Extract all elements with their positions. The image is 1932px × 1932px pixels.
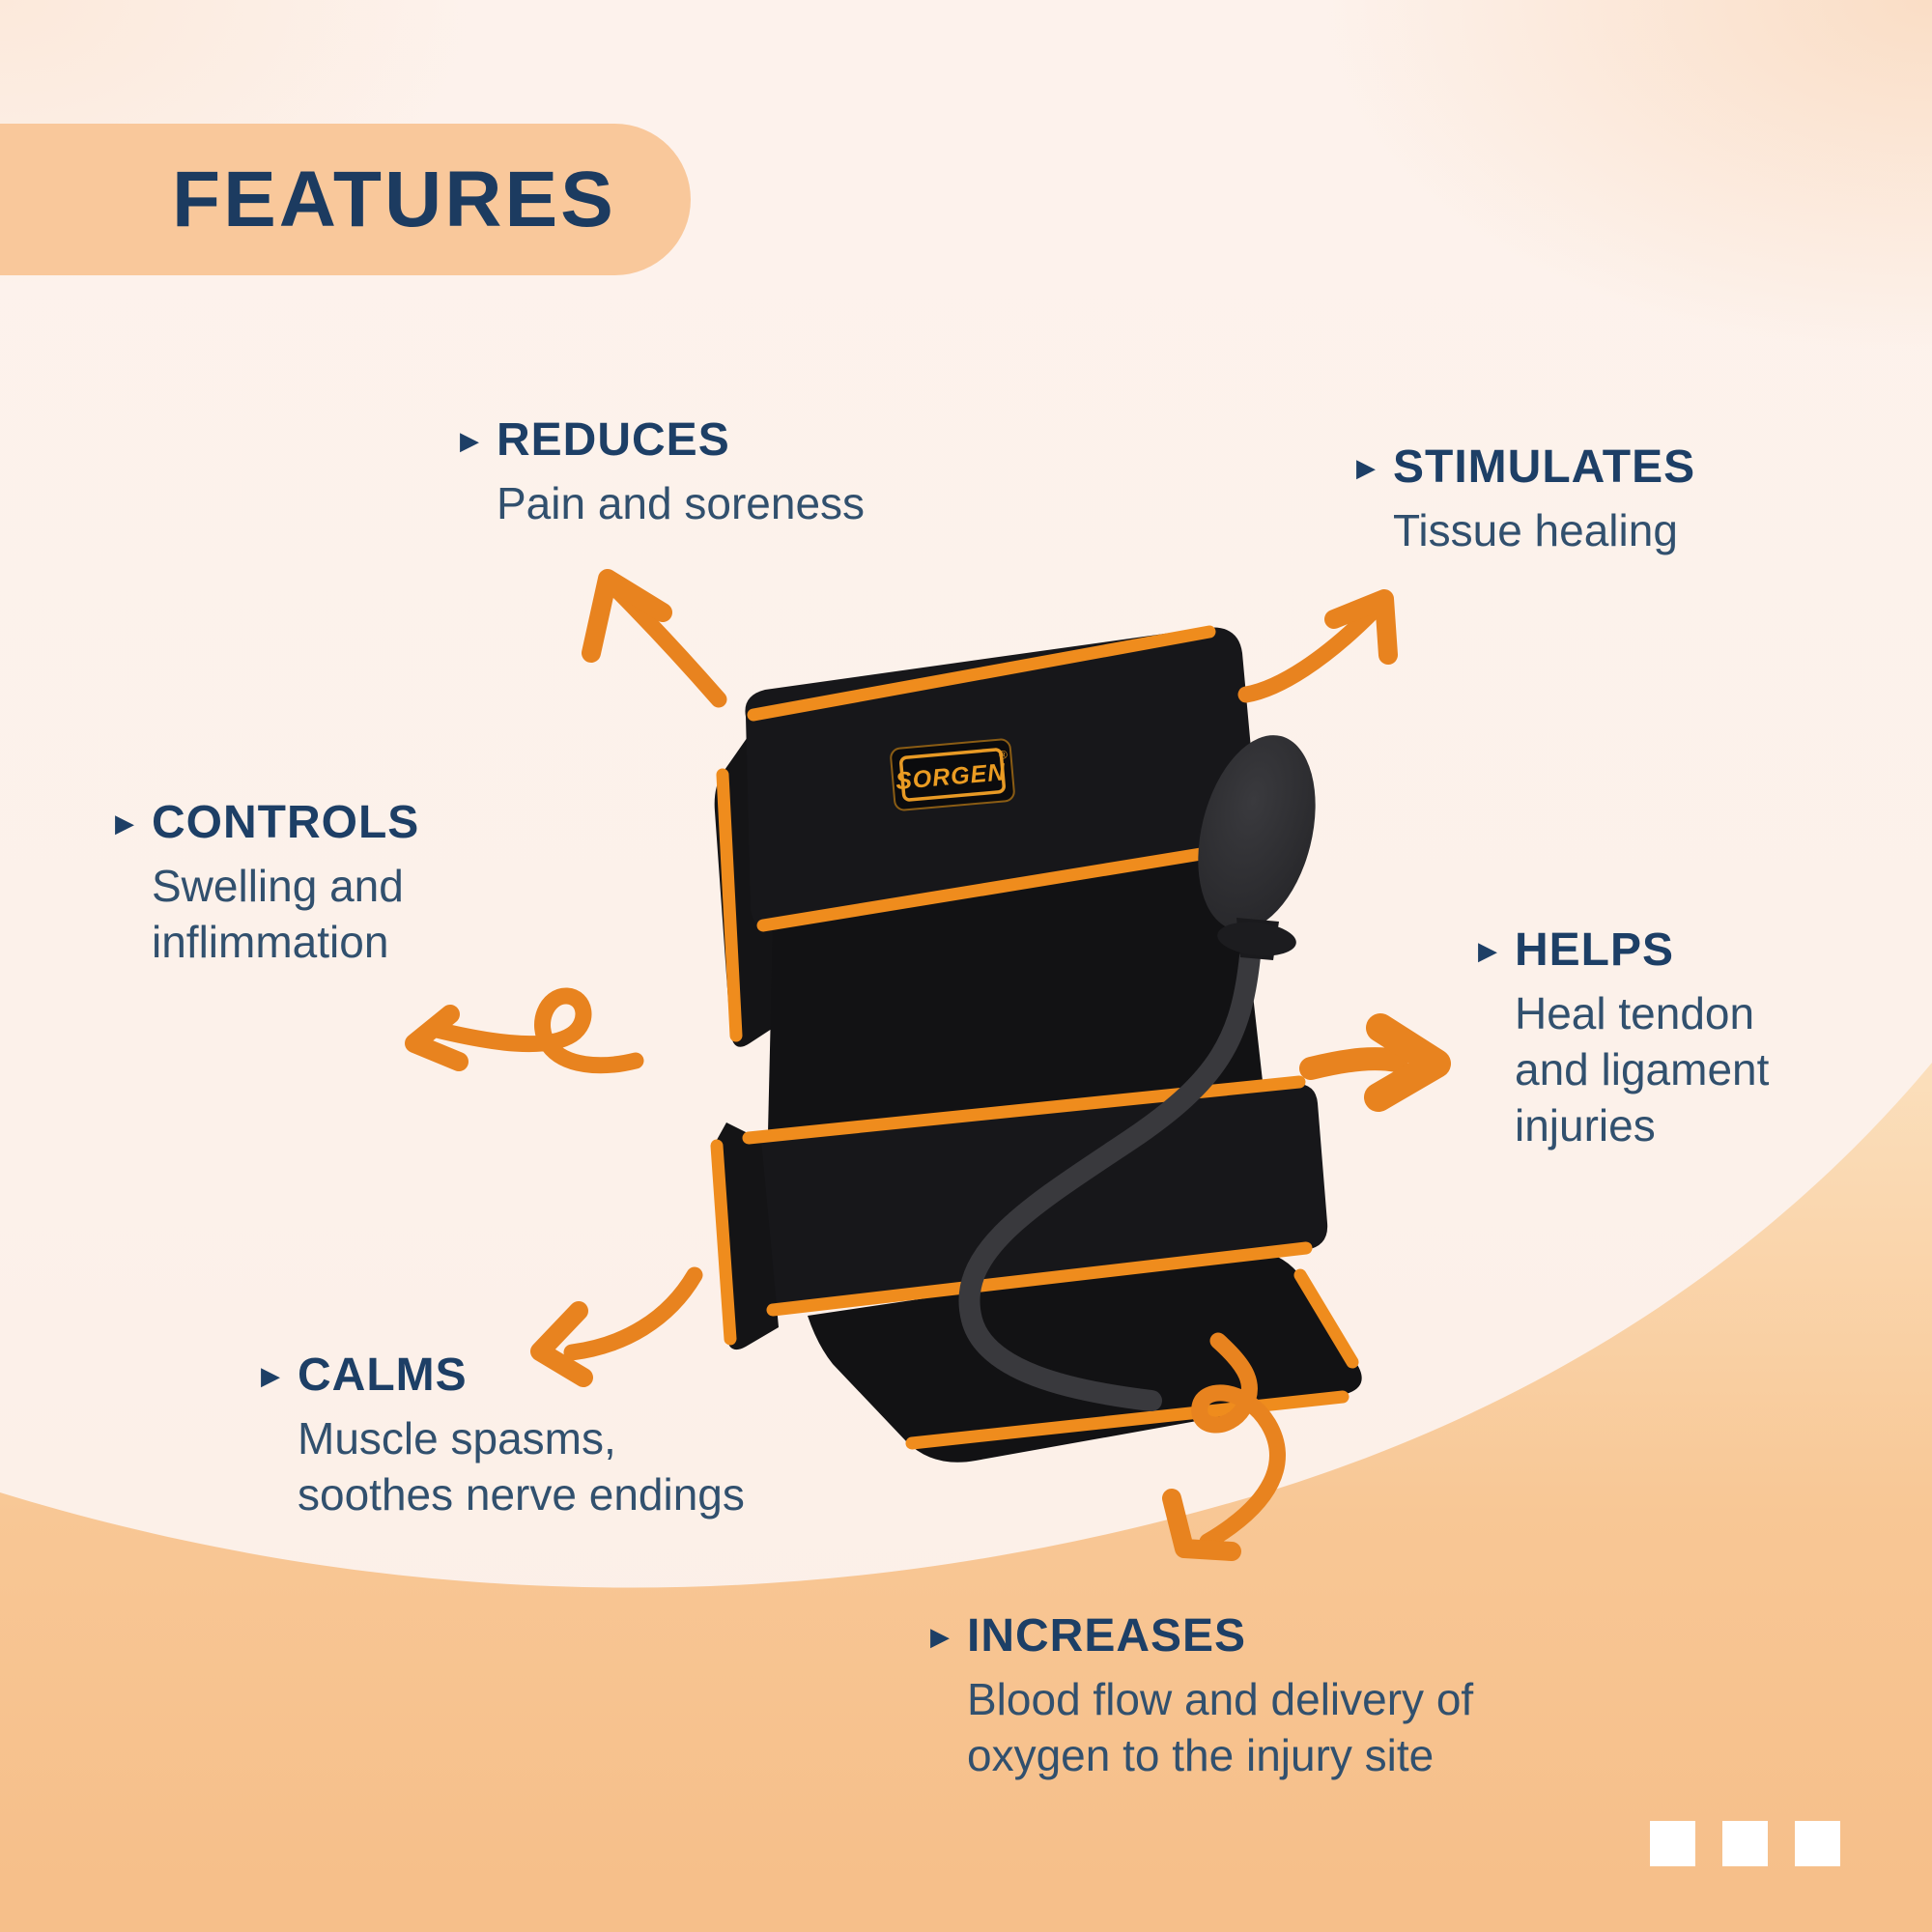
feature-reduces-description: Pain and soreness [497,477,866,528]
pump-tube [958,946,1261,1411]
brand-registered-mark: ® [998,748,1008,762]
feature-helps-title: HELPS [1515,924,1675,976]
feature-reduces: ▶ REDUCES Pain and soreness [460,414,866,532]
triangle-bullet-icon: ▶ [460,426,479,456]
title-badge: FEATURES [0,124,691,275]
feature-controls: ▶ CONTROLS Swelling and inflimmation [115,797,420,971]
page-title: FEATURES [172,155,616,243]
feature-stimulates-description: Tissue healing [1393,504,1678,555]
feature-reduces-title: REDUCES [497,414,730,466]
feature-increases-title: INCREASES [967,1610,1247,1662]
stimulates-arrow-icon [1237,589,1398,703]
feature-calms: ▶ CALMS Muscle spasms, soothes nerve end… [261,1350,745,1523]
slide-indicator-square [1722,1821,1768,1866]
controls-arrow-icon [405,987,644,1074]
feature-increases: ▶ INCREASES Blood flow and delivery of o… [930,1610,1474,1784]
feature-calms-description: Muscle spasms, soothes nerve endings [298,1412,745,1520]
triangle-bullet-icon: ▶ [1356,453,1376,483]
slide-indicator-square [1650,1821,1695,1866]
calms-arrow-icon [530,1266,703,1387]
background-wave [0,1063,1932,1932]
knee-wrap-product-image: SORGEN ® [710,625,1362,1463]
feature-helps-description: Heal tendon and ligament injuries [1515,987,1770,1151]
feature-helps: ▶ HELPS Heal tendon and ligament injurie… [1478,924,1770,1154]
feature-controls-title: CONTROLS [152,797,420,848]
feature-stimulates-title: STIMULATES [1393,441,1696,493]
helps-arrow-icon [1299,1013,1451,1112]
triangle-bullet-icon: ▶ [115,809,134,838]
feature-calms-title: CALMS [298,1350,468,1401]
callout-arrows [405,569,1451,1561]
brand-logo-patch: SORGEN ® [890,738,1015,811]
feature-controls-description: Swelling and inflimmation [152,860,404,967]
reduces-arrow-icon [582,569,727,708]
pump-bulb [1198,735,1316,930]
triangle-bullet-icon: ▶ [1478,936,1497,966]
feature-increases-description: Blood flow and delivery of oxygen to the… [967,1673,1474,1780]
orange-trim-lines [710,625,1359,1450]
triangle-bullet-icon: ▶ [930,1622,950,1652]
increases-arrow-icon [1162,1332,1286,1561]
feature-stimulates: ▶ STIMULATES Tissue healing [1356,441,1696,559]
slide-indicator-square [1795,1821,1840,1866]
triangle-bullet-icon: ▶ [261,1361,280,1391]
